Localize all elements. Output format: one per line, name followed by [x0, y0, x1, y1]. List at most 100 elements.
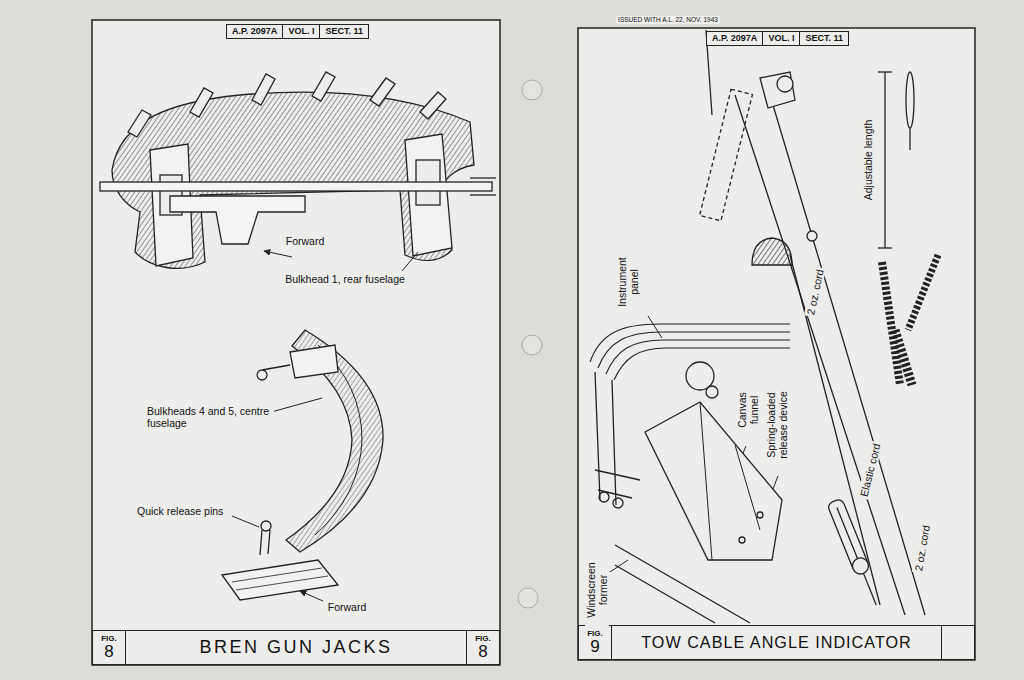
bulkhead-drawing [222, 560, 338, 600]
fuselage-section-drawing [100, 72, 496, 268]
rope-detail [895, 330, 912, 385]
tow-cable-indicator-drawing [599, 492, 609, 502]
tow-cable-indicator-drawing [863, 573, 876, 605]
rope-detail [884, 72, 885, 248]
figure-number: 8 [478, 643, 487, 661]
publication-reference: SECT. 11 [805, 33, 843, 43]
instrument-panel-lines [590, 324, 790, 362]
title-cell: A.P. 2097A [227, 25, 282, 38]
bulkhead-drawing [257, 365, 290, 380]
bulkhead-drawing [261, 521, 271, 531]
publication-reference: A.P. 2097A [232, 26, 277, 36]
rope-detail [909, 128, 910, 150]
figure-title-bar: FIG.8BREN GUN JACKSFIG.8 [92, 630, 500, 665]
fuselage-section-drawing [420, 92, 446, 119]
rope-detail [908, 255, 938, 330]
figure-number: FIG. [587, 629, 603, 638]
tow-cable-indicator-drawing [613, 498, 623, 508]
instrument-panel-lines [598, 332, 790, 368]
tow-cable-indicator-drawing [615, 565, 715, 623]
tow-cable-indicator-drawing [706, 386, 718, 398]
fuselage-section-drawing [370, 78, 395, 106]
title-cell: VOL. I [762, 32, 799, 45]
figure-title: TOW CABLE ANGLE INDICATOR [641, 633, 912, 652]
bulkhead-drawing [260, 530, 270, 555]
bulkhead-drawing [290, 345, 338, 378]
rope-detail [878, 72, 938, 385]
tow-cable-indicator-drawing [739, 537, 745, 543]
reference-header: A.P. 2097A VOL. I SECT. 11 [226, 24, 369, 39]
part-label: Bulkheads 4 and 5, centre fuselage [145, 405, 274, 429]
bulkhead-drawing [232, 568, 328, 590]
publication-reference: VOL. I [768, 33, 794, 43]
tow-cable-indicator-drawing [837, 508, 858, 559]
title-cell: FIG.8 [93, 631, 126, 664]
figure-title: BREN GUN JACKS [199, 637, 392, 658]
part-label: Canvas funnel [736, 384, 760, 436]
tow-cable-indicator-drawing [827, 498, 884, 608]
title-cell: SECT. 11 [799, 32, 848, 45]
title-cell [941, 626, 974, 659]
fuselage-section-drawing [128, 72, 446, 137]
title-cell: A.P. 2097A [707, 32, 762, 45]
publication-reference: VOL. I [288, 26, 314, 36]
tow-cable-indicator-drawing [595, 372, 616, 505]
part-label: 2 oz. cord [804, 266, 826, 318]
punch-holes [518, 80, 542, 608]
tow-cable-indicator-drawing [700, 89, 753, 220]
figure-number: 8 [104, 643, 113, 661]
page-sheets [92, 20, 975, 665]
part-label: Bulkhead 1, rear fuselage [283, 273, 407, 285]
leader-lines [300, 591, 323, 601]
fuselage-section-drawing [470, 194, 496, 195]
rope-detail [882, 262, 900, 385]
fuselage-section-drawing [100, 182, 492, 191]
part-label: Instrument panel [616, 248, 640, 316]
publication-reference: SECT. 11 [325, 26, 363, 36]
fuselage-section-drawing [128, 110, 151, 137]
amendment-note: ISSUED WITH A.L. 22, NOV. 1943 [616, 16, 720, 24]
fuselage-section-drawing [470, 177, 496, 178]
page-sheets [92, 20, 500, 665]
punch-holes [522, 80, 542, 100]
title-cell: FIG.9 [579, 626, 612, 659]
part-label: Windscreen former [585, 553, 609, 627]
part-label: Quick release pins [135, 505, 225, 517]
title-cell: VOL. I [282, 25, 319, 38]
title-cell: BREN GUN JACKS [126, 631, 466, 664]
tow-cable-indicator-drawing [645, 402, 782, 560]
tow-cable-indicator-drawing [770, 95, 925, 615]
rope-detail [878, 71, 892, 72]
punch-holes [522, 335, 542, 355]
title-cell: FIG.8 [466, 631, 499, 664]
tow-cable-indicator-drawing [807, 231, 817, 241]
bulkhead-drawing [222, 330, 383, 600]
leader-lines [232, 516, 259, 527]
reference-header: A.P. 2097A VOL. I SECT. 11 [706, 31, 849, 46]
part-label: Forward [284, 235, 327, 247]
tow-cable-indicator-drawing [760, 72, 795, 108]
publication-reference: A.P. 2097A [712, 33, 757, 43]
figure-number: FIG. [101, 634, 117, 643]
part-label: Spring-loaded release device [765, 377, 789, 473]
bulkhead-drawing [286, 330, 383, 552]
part-label: Adjustable length [862, 118, 874, 203]
part-label: Elastic cord [857, 440, 883, 499]
page-sheets [578, 28, 975, 660]
fuselage-section-drawing [405, 134, 452, 256]
tow-cable-indicator-drawing [790, 255, 880, 605]
leader-lines [264, 251, 292, 257]
title-cell: TOW CABLE ANGLE INDICATOR [612, 626, 941, 659]
tow-cable-indicator-drawing [595, 470, 640, 498]
fuselage-section-drawing [312, 72, 335, 101]
tow-cable-indicator-drawing [850, 556, 871, 577]
fuselage-section-drawing [190, 88, 213, 117]
fuselage-section-drawing [252, 74, 275, 105]
fuselage-section-drawing [112, 92, 474, 268]
tow-cable-indicator-drawing [757, 512, 763, 518]
leader-lines [610, 560, 628, 572]
rope-detail [878, 247, 892, 248]
tow-cable-indicator-drawing [615, 545, 750, 623]
figure-title-bar: FIG.9 TOW CABLE ANGLE INDICATOR [578, 625, 975, 660]
